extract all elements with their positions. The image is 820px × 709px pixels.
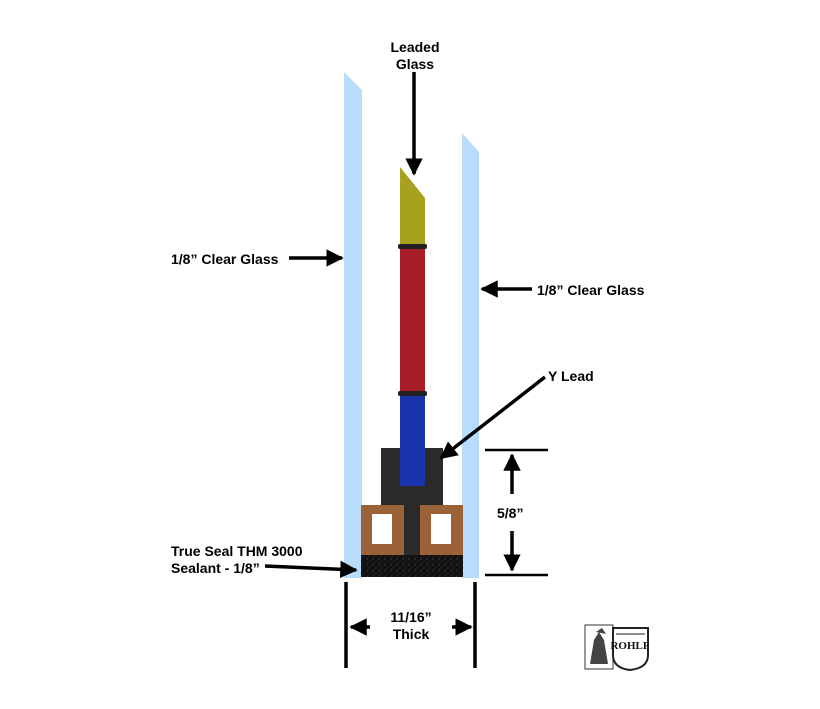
sealant-arrow (264, 560, 358, 579)
thickness-label-line2: Thick (392, 626, 430, 642)
left-clear-glass-pane (344, 72, 362, 578)
rohlf-studio-logo-icon: ROHLF (584, 624, 650, 672)
leaded-glass-label-line1: Leaded (390, 39, 440, 55)
sealant-label: True Seal THM 3000 Sealant - 1/8” (171, 543, 303, 577)
leaded-glass-label-line2: Glass (395, 56, 435, 72)
thickness-label: 11/16” Thick (370, 609, 452, 643)
sealant-label-line2: Sealant - 1/8” (171, 560, 260, 576)
spacer-height-label: 5/8” (497, 505, 524, 521)
leaded-glass-blue (400, 396, 425, 486)
leaded-glass-yellow (400, 167, 425, 246)
spacer-gap (404, 505, 420, 555)
logo-text: ROHLF (610, 640, 649, 652)
spacer-right-hole (431, 514, 451, 544)
y-lead-label: Y Lead (548, 368, 594, 384)
clear-glass-right-label: 1/8” Clear Glass (537, 282, 645, 298)
sealant-strip (361, 555, 463, 577)
right-clear-glass-pane (462, 133, 479, 578)
leaded-glass-red (400, 249, 425, 392)
thickness-label-line1: 11/16” (390, 609, 432, 625)
lead-came-2 (398, 391, 427, 396)
y-lead-arrow (439, 375, 547, 460)
sealant-label-line1: True Seal THM 3000 (171, 543, 303, 559)
lead-came-1 (398, 244, 427, 249)
clear-glass-left-label: 1/8” Clear Glass (171, 251, 279, 267)
spacer-left-hole (372, 514, 392, 544)
leaded-glass-label: Leaded Glass (375, 39, 455, 73)
